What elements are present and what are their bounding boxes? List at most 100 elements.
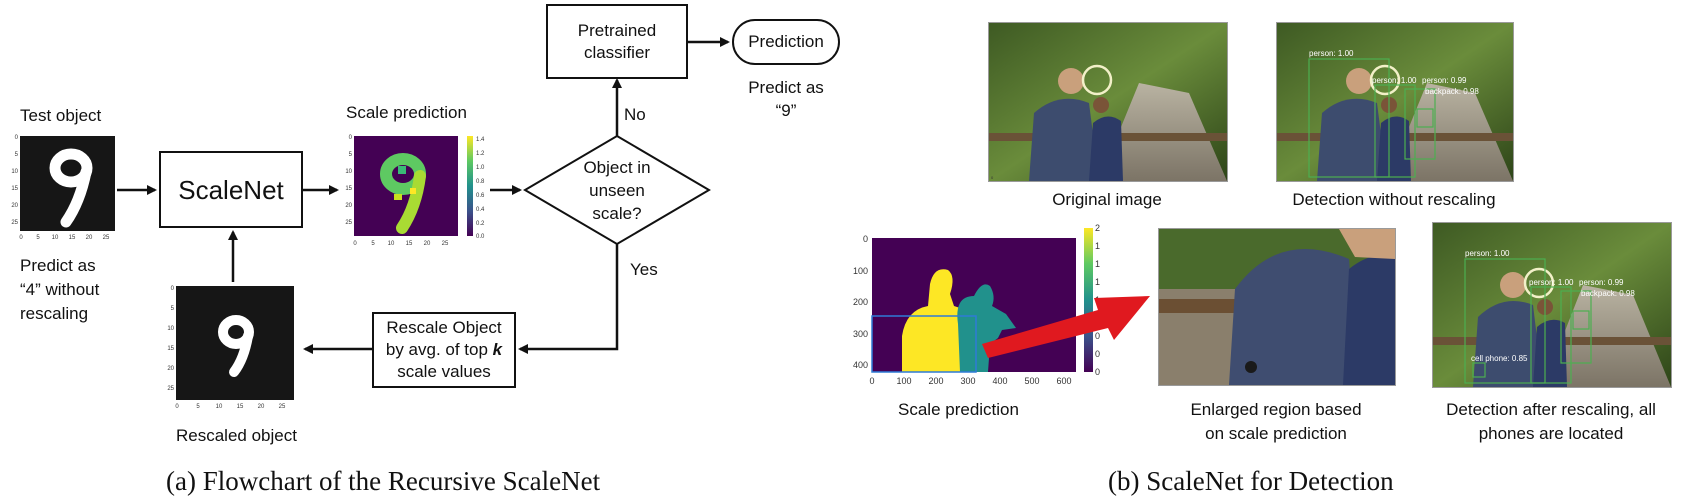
- scale-map-yellow-person: [902, 269, 974, 372]
- svg-text:300: 300: [960, 376, 975, 386]
- detection-after-rescaling-image: person: 1.00 person: 1.00 person: 0.99 b…: [1432, 222, 1672, 388]
- svg-text:300: 300: [853, 329, 868, 339]
- svg-text:20: 20: [345, 203, 352, 209]
- svg-text:0: 0: [171, 286, 175, 292]
- rescale-label-line2: by avg. of top k: [386, 339, 502, 361]
- predict-as-4-line3: rescaling: [20, 304, 89, 323]
- svg-text:100: 100: [853, 266, 868, 276]
- svg-text:1.75: 1.75: [1095, 241, 1100, 251]
- scale-prediction-map: 2.001.751.50 1.251.000.75 0.500.250.00 0…: [853, 223, 1100, 386]
- svg-text:0.25: 0.25: [1095, 349, 1100, 359]
- svg-text:25: 25: [103, 235, 110, 241]
- arrow-decision-yes: [518, 244, 619, 354]
- caption-a: (a) Flowchart of the Recursive ScaleNet: [166, 466, 601, 496]
- det1-label-person-3: person: 0.99: [1422, 76, 1467, 85]
- scale-map-colorbar: [1084, 228, 1093, 372]
- detection-after-label-line2: phones are located: [1478, 424, 1624, 443]
- rescale-label-line1: Rescale Object: [386, 318, 502, 337]
- svg-text:25: 25: [167, 386, 174, 392]
- svg-text:0: 0: [863, 234, 868, 244]
- svg-text:25: 25: [442, 241, 449, 247]
- svg-text:20: 20: [86, 235, 93, 241]
- caption-b: (b) ScaleNet for Detection: [1108, 466, 1394, 496]
- svg-text:10: 10: [345, 169, 352, 175]
- svg-text:0.8: 0.8: [476, 179, 485, 185]
- detection-without-rescaling-image: person: 1.00 person: 1.00 person: 0.99 b…: [1276, 22, 1514, 182]
- svg-text:0.6: 0.6: [476, 193, 485, 199]
- det2-label-cell-phone: cell phone: 0.85: [1471, 354, 1528, 363]
- svg-text:0: 0: [991, 175, 994, 180]
- test-object-label: Test object: [20, 106, 102, 125]
- svg-text:20: 20: [11, 203, 18, 209]
- scale-prediction-label-a: Scale prediction: [346, 103, 467, 122]
- svg-text:1.4: 1.4: [476, 137, 485, 143]
- det2-label-backpack: backpack: 0.98: [1581, 289, 1635, 298]
- svg-text:0.4: 0.4: [476, 207, 485, 213]
- decision-label-line3: scale?: [592, 204, 642, 223]
- yes-label: Yes: [630, 260, 658, 279]
- svg-text:20: 20: [258, 404, 265, 410]
- svg-text:0.00: 0.00: [1095, 367, 1100, 377]
- svg-text:15: 15: [69, 235, 76, 241]
- svg-text:10: 10: [52, 235, 59, 241]
- svg-text:25: 25: [345, 220, 352, 226]
- scale-map-teal-person: [957, 284, 1016, 372]
- det1-box-person-1: [1308, 58, 1390, 178]
- svg-text:15: 15: [237, 404, 244, 410]
- det2-box-person-3: [1560, 290, 1592, 364]
- svg-text:0: 0: [19, 235, 23, 241]
- svg-text:500: 500: [1024, 376, 1039, 386]
- colorbar: [467, 136, 473, 236]
- det2-box-person-1: [1464, 258, 1546, 384]
- enlarged-region-label-line1: Enlarged region based: [1190, 400, 1362, 419]
- det2-label-person-3: person: 0.99: [1579, 278, 1624, 287]
- original-image: 0: [988, 22, 1228, 182]
- svg-text:0: 0: [353, 241, 357, 247]
- svg-text:400: 400: [992, 376, 1007, 386]
- scale-map-region-box: [871, 315, 977, 373]
- svg-text:25: 25: [11, 220, 18, 226]
- flowchart-arrows: [117, 37, 730, 354]
- detection-without-rescaling-label: Detection without rescaling: [1292, 190, 1496, 209]
- svg-text:20: 20: [424, 241, 431, 247]
- svg-text:0: 0: [349, 135, 353, 141]
- pretrained-classifier-box: Pretrained classifier: [546, 4, 688, 79]
- svg-text:1.2: 1.2: [476, 151, 485, 157]
- rescaled-object-label: Rescaled object: [176, 426, 297, 445]
- svg-text:5: 5: [349, 152, 353, 158]
- rescale-object-box: Rescale Object by avg. of top k scale va…: [372, 312, 516, 388]
- svg-text:10: 10: [11, 169, 18, 175]
- svg-text:0: 0: [175, 404, 179, 410]
- predict-as-4-line2: “4” without: [20, 280, 100, 299]
- svg-text:10: 10: [167, 326, 174, 332]
- svg-text:200: 200: [928, 376, 943, 386]
- enlarged-region-image: [1158, 228, 1396, 386]
- svg-text:1.25: 1.25: [1095, 277, 1100, 287]
- svg-text:0.2: 0.2: [476, 221, 485, 227]
- svg-text:0: 0: [869, 376, 874, 386]
- scale-prediction-label-b: Scale prediction: [898, 400, 1019, 419]
- svg-text:0: 0: [15, 135, 19, 141]
- svg-text:15: 15: [345, 186, 352, 192]
- svg-text:15: 15: [11, 186, 18, 192]
- rescale-label-prefix: by avg. of top: [385, 340, 493, 359]
- svg-text:5: 5: [36, 235, 40, 241]
- enlarged-region-label-line2: on scale prediction: [1205, 424, 1347, 443]
- svg-text:1.50: 1.50: [1095, 259, 1100, 269]
- det1-box-person-3: [1404, 88, 1436, 160]
- rescale-label-line3: scale values: [397, 362, 491, 381]
- svg-text:200: 200: [853, 297, 868, 307]
- predict-as-9-line2: “9”: [775, 101, 797, 120]
- svg-text:5: 5: [196, 404, 200, 410]
- det2-box-cell-phone: [1472, 362, 1486, 378]
- classifier-label-line1: Pretrained: [577, 20, 657, 40]
- svg-text:10: 10: [388, 241, 395, 247]
- svg-text:20: 20: [167, 366, 174, 372]
- svg-text:5: 5: [371, 241, 375, 247]
- prediction-terminal: Prediction: [732, 19, 840, 65]
- detection-after-label-line1: Detection after rescaling, all: [1446, 400, 1656, 419]
- scalenet-box: ScaleNet: [159, 151, 303, 228]
- svg-text:15: 15: [167, 346, 174, 352]
